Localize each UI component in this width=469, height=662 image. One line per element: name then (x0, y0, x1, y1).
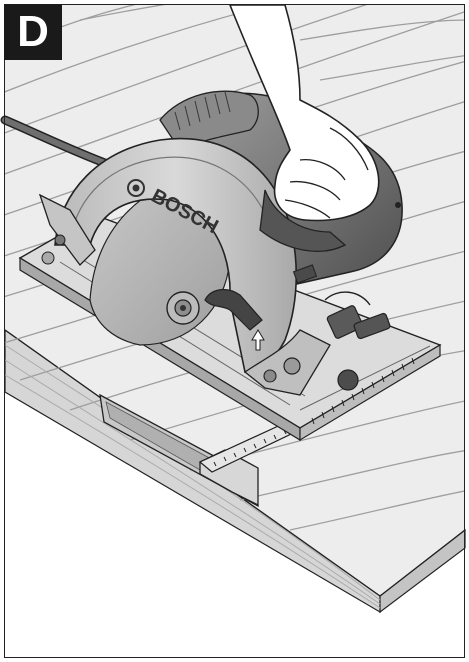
depth-lever (204, 288, 265, 351)
lower-housing-front (243, 264, 331, 396)
panel-label: D (4, 4, 62, 60)
hand-illustration (228, 4, 380, 222)
arrow-up-icon (251, 329, 265, 351)
power-cable (0, 115, 115, 170)
saw-handle (259, 187, 347, 252)
brand-emblem-icon (127, 179, 145, 197)
retracting-guard-lever (38, 193, 96, 266)
front-clamp-lever (353, 312, 391, 340)
depth-lock-knob (337, 369, 359, 391)
blade-flange (166, 291, 200, 325)
bevel-scale (311, 357, 415, 425)
